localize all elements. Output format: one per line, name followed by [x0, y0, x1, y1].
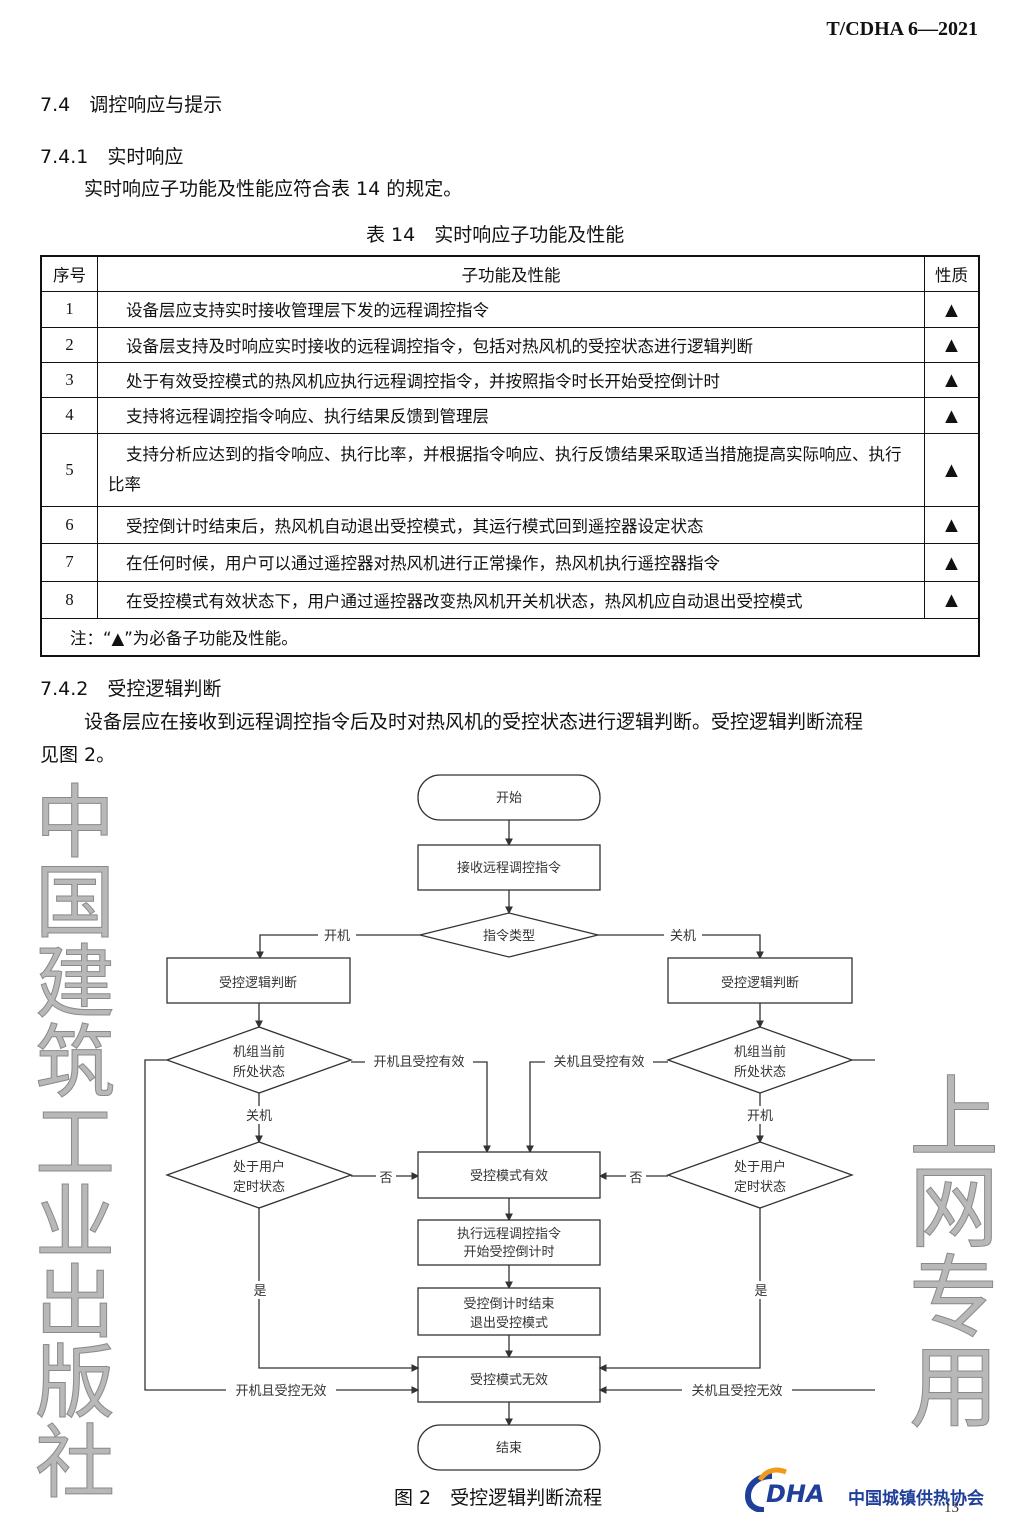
figure-caption: 图 2 受控逻辑判断流程 — [394, 1487, 603, 1509]
receive-label: 接收远程调控指令 — [457, 860, 561, 876]
state-label: 机组当前 — [233, 1044, 285, 1060]
table-note: 注：“▲”为必备子功能及性能。 — [40, 617, 980, 657]
section-title: 7.4 调控响应与提示 — [40, 94, 223, 116]
judge-label: 受控逻辑判断 — [721, 976, 799, 991]
paragraph-cont: 见图 2。 — [40, 744, 116, 766]
off-valid-label: 关机且受控有效 — [553, 1055, 644, 1070]
state-label: 所处状态 — [233, 1065, 285, 1080]
subsection-title: 7.4.1 实时响应 — [40, 146, 184, 168]
state-label: 机组当前 — [734, 1044, 786, 1060]
triangle-icon: ▲ — [924, 396, 980, 434]
yes-label: 是 — [754, 1284, 767, 1299]
watermark: 上网专用 — [893, 1070, 999, 1431]
countdown-end-label: 退出受控模式 — [470, 1316, 548, 1331]
table-caption: 表 14 实时响应子功能及性能 — [366, 224, 625, 246]
logo-text: DHA — [766, 1480, 825, 1508]
row-text: 支持分析应达到的指令响应、执行比率，并根据指令响应、执行反馈结果采取适当措施提高… — [97, 432, 925, 507]
on-label: 开机 — [747, 1109, 773, 1124]
exec-label: 执行远程调控指令 — [457, 1227, 561, 1242]
on-label: 开机 — [324, 929, 350, 944]
invalid-label: 受控模式无效 — [470, 1373, 548, 1388]
row-text: 在受控模式有效状态下，用户通过遥控器改变热风机开关机状态，热风机应自动退出受控模… — [97, 580, 925, 619]
triangle-icon: ▲ — [924, 505, 980, 544]
timer-label: 处于用户 — [734, 1159, 786, 1175]
exec-label: 开始受控倒计时 — [463, 1245, 554, 1260]
off-label: 关机 — [670, 929, 696, 944]
judge-label: 受控逻辑判断 — [219, 976, 297, 991]
header-cell: 性质 — [924, 255, 980, 292]
start-label: 开始 — [496, 791, 522, 806]
row-no: 7 — [40, 542, 98, 582]
type-label: 指令类型 — [483, 929, 535, 944]
watermark: 中国建筑工业出版社 — [22, 780, 116, 1501]
paragraph: 实时响应子功能及性能应符合表 14 的规定。 — [84, 178, 463, 200]
cdha-logo: DHA 中国城镇供热协会 — [742, 1462, 1002, 1512]
triangle-icon: ▲ — [924, 432, 980, 507]
end-terminal — [417, 1424, 601, 1471]
timer-label: 定时状态 — [233, 1180, 285, 1195]
off-label: 关机 — [246, 1109, 272, 1124]
finish-label: 结束 — [496, 1441, 522, 1456]
standard-number: T/CDHA 6—2021 — [826, 18, 978, 40]
timer-label: 处于用户 — [233, 1159, 285, 1175]
no-label: 否 — [379, 1171, 392, 1186]
subsection-title: 7.4.2 受控逻辑判断 — [40, 678, 222, 700]
timer-label: 定时状态 — [734, 1180, 786, 1195]
row-text: 设备层应支持实时接收管理层下发的远程调控指令 — [97, 290, 925, 328]
row-no: 3 — [40, 361, 98, 398]
org-name: 中国城镇供热协会 — [848, 1489, 984, 1509]
countdown-end-label: 受控倒计时结束 — [463, 1297, 554, 1312]
on-invalid-label: 开机且受控无效 — [235, 1384, 326, 1399]
no-label: 否 — [629, 1171, 642, 1186]
off-invalid-label: 关机且受控无效 — [691, 1384, 782, 1399]
valid-label: 受控模式有效 — [470, 1169, 548, 1184]
row-no: 1 — [40, 290, 98, 328]
paragraph: 设备层应在接收到远程调控指令后及时对热风机的受控状态进行逻辑判断。受控逻辑判断流… — [84, 711, 864, 733]
on-valid-label: 开机且受控有效 — [373, 1055, 464, 1070]
row-no: 4 — [40, 396, 98, 434]
row-no: 8 — [40, 580, 98, 619]
row-text: 设备层支持及时响应实时接收的远程调控指令，包括对热风机的受控状态进行逻辑判断 — [97, 326, 925, 363]
receive-box — [417, 844, 601, 891]
logo-mark-icon — [744, 1467, 787, 1512]
triangle-icon: ▲ — [924, 580, 980, 619]
row-text: 处于有效受控模式的热风机应执行远程调控指令，并按照指令时长开始受控倒计时 — [97, 361, 925, 398]
page-number: 13 — [944, 1500, 959, 1516]
state-label: 所处状态 — [734, 1065, 786, 1080]
triangle-icon: ▲ — [924, 326, 980, 363]
row-text: 受控倒计时结束后，热风机自动退出受控模式，其运行模式回到遥控器设定状态 — [97, 505, 925, 544]
yes-label: 是 — [253, 1284, 266, 1299]
